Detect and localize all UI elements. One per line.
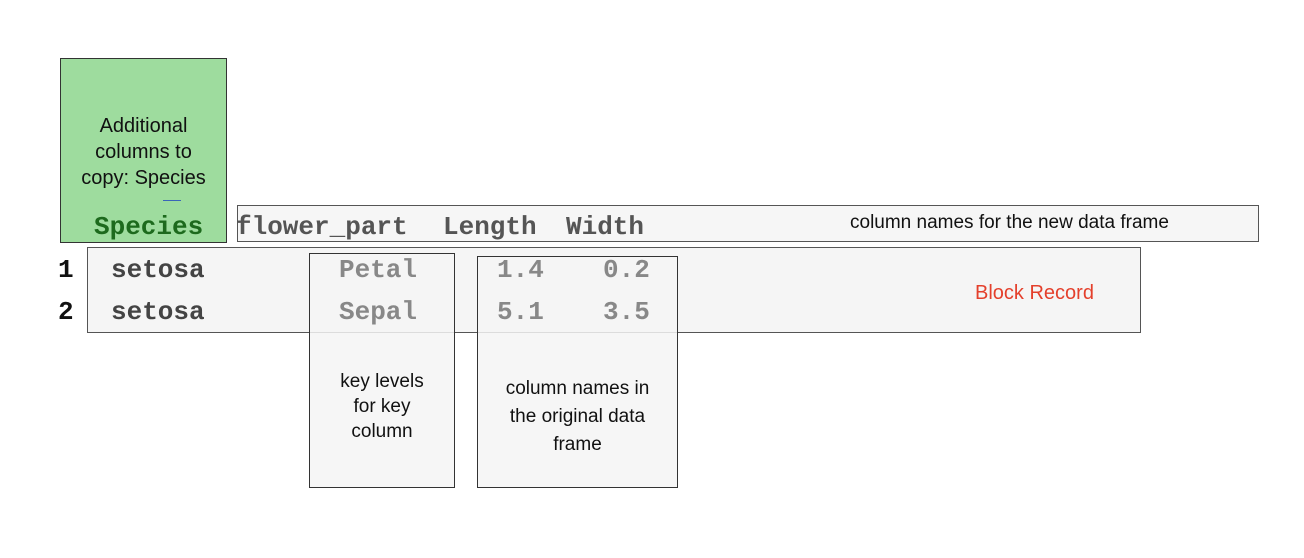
- new-column-names-box: [237, 205, 1259, 242]
- header-length: Length: [443, 212, 537, 242]
- cell-species: setosa: [111, 297, 205, 327]
- row-index: 2: [58, 297, 74, 327]
- original-column-names-box: [477, 256, 678, 488]
- cell-length: 1.4: [497, 255, 544, 285]
- additional-columns-box: [60, 58, 227, 243]
- block-record-label: Block Record: [975, 282, 1094, 304]
- new-column-names-note: column names for the new data frame: [850, 212, 1169, 233]
- key-levels-note: key levels for key column: [340, 371, 424, 442]
- cell-flower-part: Sepal: [339, 297, 418, 327]
- species-underline: [163, 200, 181, 201]
- row-index: 1: [58, 255, 74, 285]
- cell-width: 0.2: [603, 255, 650, 285]
- header-flower-part: flower_part: [236, 212, 408, 242]
- cell-length: 5.1: [497, 297, 544, 327]
- header-species: Species: [94, 212, 204, 242]
- additional-columns-note: Additional columns to copy: Species: [81, 115, 206, 189]
- cell-species: setosa: [111, 255, 205, 285]
- cell-flower-part: Petal: [339, 255, 418, 285]
- cell-width: 3.5: [603, 297, 650, 327]
- key-levels-box: [309, 253, 455, 488]
- header-width: Width: [566, 212, 645, 242]
- original-column-names-note: column names in the original data frame: [505, 378, 650, 455]
